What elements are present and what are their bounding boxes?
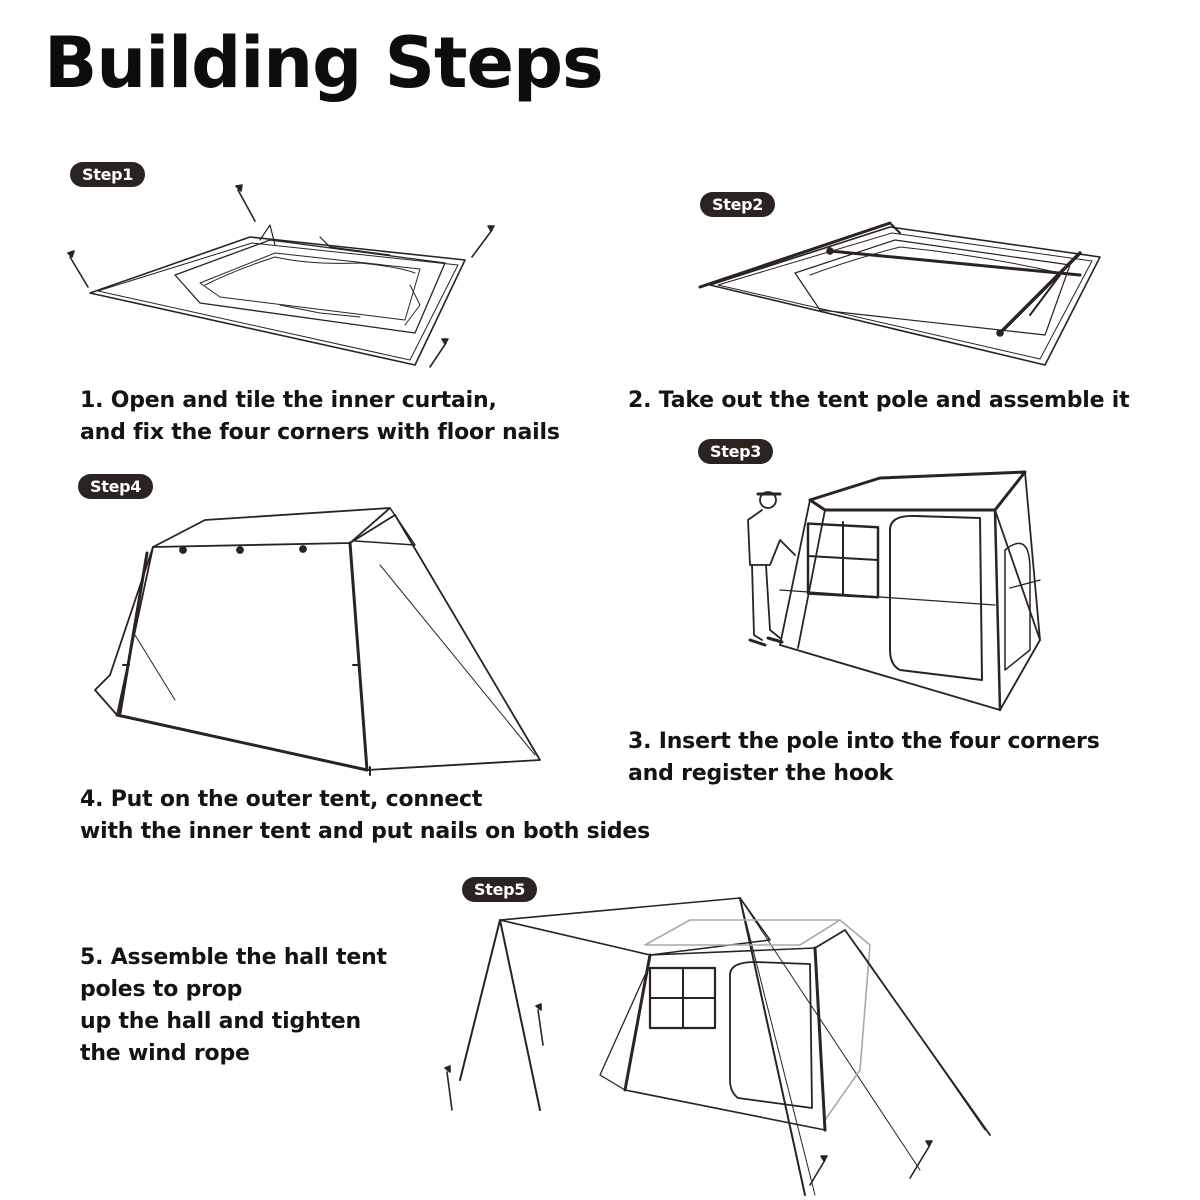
step4-badge: Step4 bbox=[78, 474, 154, 499]
step2-illustration bbox=[700, 215, 1110, 375]
step3-illustration bbox=[740, 470, 1050, 715]
step5-illustration bbox=[440, 890, 1000, 1195]
step4-illustration bbox=[95, 505, 545, 775]
step1-illustration bbox=[60, 185, 500, 380]
step1-caption: 1. Open and tile the inner curtain, and … bbox=[80, 388, 560, 445]
step4-caption: 4. Put on the outer tent, connect with t… bbox=[80, 787, 651, 844]
step3-badge: Step3 bbox=[698, 439, 774, 464]
step5-badge: Step5 bbox=[462, 877, 538, 902]
step1-badge: Step1 bbox=[70, 162, 146, 187]
page-title: Building Steps bbox=[44, 22, 604, 104]
step2-badge: Step2 bbox=[700, 192, 776, 217]
step2-caption: 2. Take out the tent pole and assemble i… bbox=[628, 388, 1130, 413]
step3-caption: 3. Insert the pole into the four corners… bbox=[628, 729, 1100, 786]
step5-caption: 5. Assemble the hall tent poles to prop … bbox=[80, 945, 387, 1066]
